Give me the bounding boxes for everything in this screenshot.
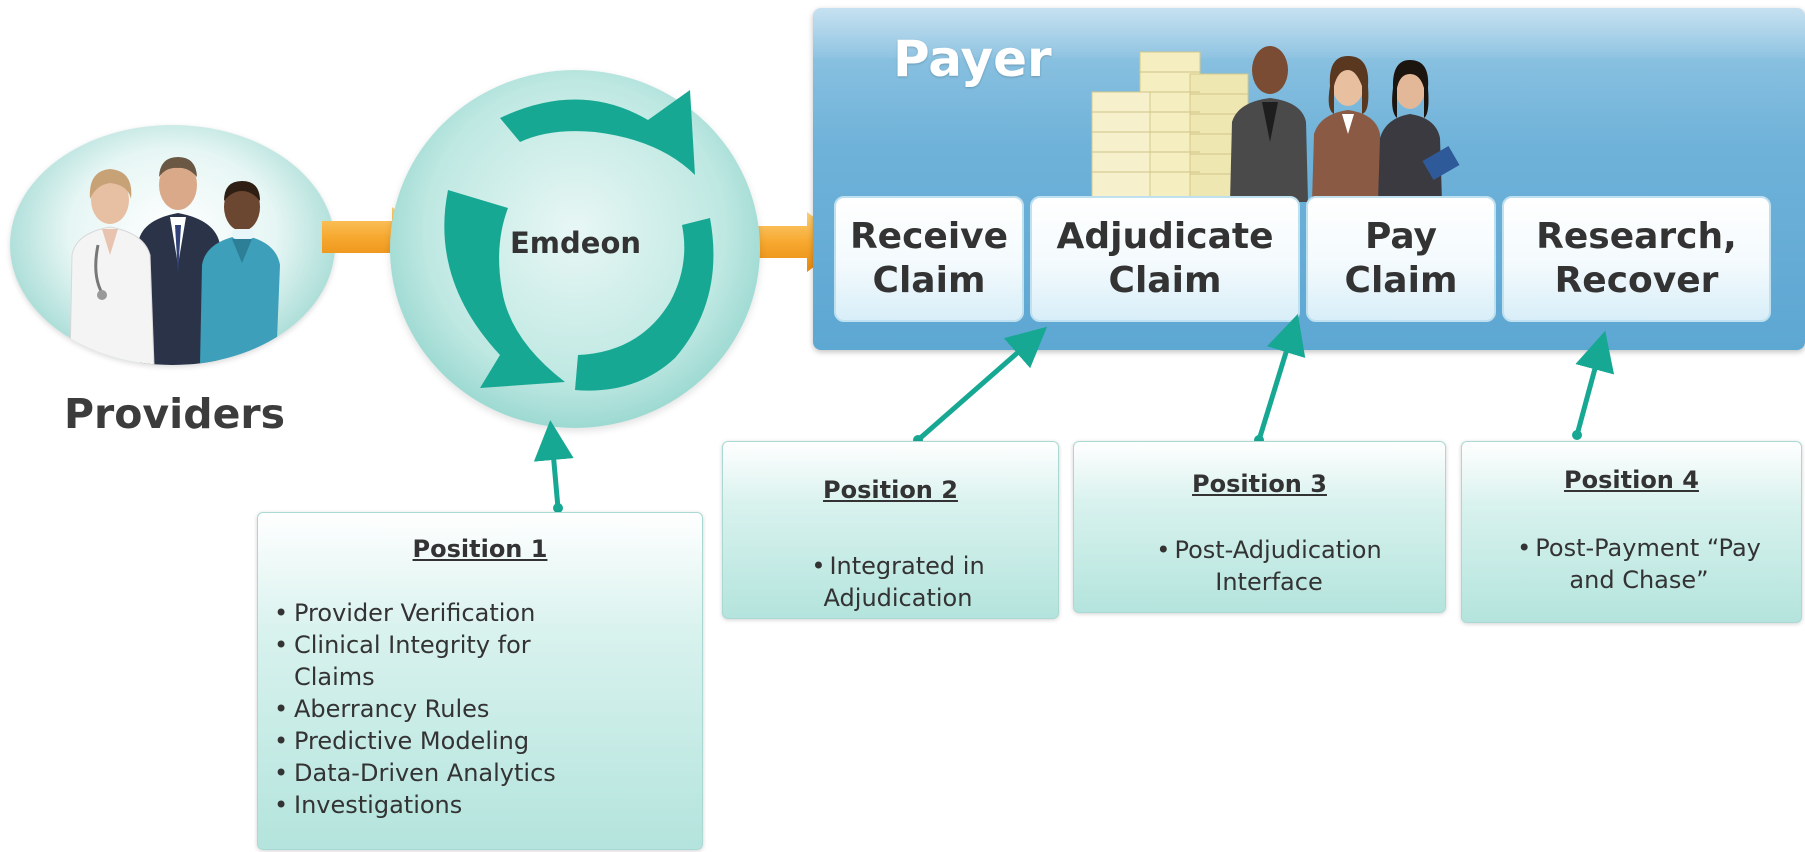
payer-illustration (1091, 46, 1460, 202)
list-item: Post-Payment “Pay and Chase” (1484, 532, 1774, 596)
position-3-list: Post-Adjudication Interface (1114, 534, 1404, 598)
arrow-up-icon (916, 326, 1048, 442)
position-1-box: Position 1 Provider Verification Clinica… (257, 512, 703, 850)
list-item: Aberrancy Rules (274, 693, 664, 725)
arrow-up-icon (1256, 313, 1306, 441)
doctor-figure (69, 169, 155, 365)
payer-title: Payer (893, 30, 1052, 88)
connector-dot (1572, 430, 1582, 440)
step-label-line1: Receive (849, 216, 1009, 257)
position-2-title: Position 2 (823, 476, 958, 504)
providers-group-image (10, 125, 335, 365)
step-label-line2: Claim (1108, 260, 1222, 301)
position-4-box: Position 4 Post-Payment “Pay and Chase” (1461, 441, 1802, 623)
providers-figures-icon (69, 157, 280, 365)
list-item: Post-Adjudication Interface (1114, 534, 1404, 598)
list-item: Integrated in Adjudication (773, 550, 1003, 614)
list-item: Data-Driven Analytics (274, 757, 664, 789)
step-label-line2: Claim (872, 260, 986, 301)
step-label-line1: Pay (1364, 216, 1438, 257)
position-4-list: Post-Payment “Pay and Chase” (1484, 532, 1774, 596)
providers-label: Providers (64, 390, 285, 438)
step-label-line1: Research, (1536, 216, 1737, 257)
position-3-title: Position 3 (1192, 470, 1327, 498)
list-item: Predictive Modeling (274, 725, 664, 757)
arrow-up-icon (1574, 330, 1615, 436)
payer-panel-gloss (813, 8, 1805, 58)
list-item: Provider Verification (274, 597, 664, 629)
step-label-line2: Claim (1344, 260, 1458, 301)
position-1-title: Position 1 (412, 535, 548, 563)
position-3-box: Position 3 Post-Adjudication Interface (1073, 441, 1446, 613)
step-label-line2: Recover (1554, 260, 1719, 301)
emdeon-cycle-icon (444, 90, 714, 391)
step-label-line1: Adjudicate (1056, 216, 1274, 257)
business-people (1230, 46, 1460, 202)
position-2-box: Position 2 Integrated in Adjudication (722, 441, 1059, 619)
list-item: Clinical Integrity for Claims (274, 629, 594, 693)
position-4-title: Position 4 (1564, 466, 1699, 494)
businessman-figure (138, 157, 220, 365)
position-1-list: Provider Verification Clinical Integrity… (274, 597, 664, 821)
connector-dot (553, 503, 563, 513)
emdeon-label: Emdeon (510, 226, 642, 260)
nurse-figure (200, 181, 280, 365)
arrow-up-icon (533, 420, 574, 509)
step-research-recover: Research,Recover (1502, 196, 1771, 322)
position-2-list: Integrated in Adjudication (773, 550, 1003, 614)
list-item: Investigations (274, 789, 664, 821)
